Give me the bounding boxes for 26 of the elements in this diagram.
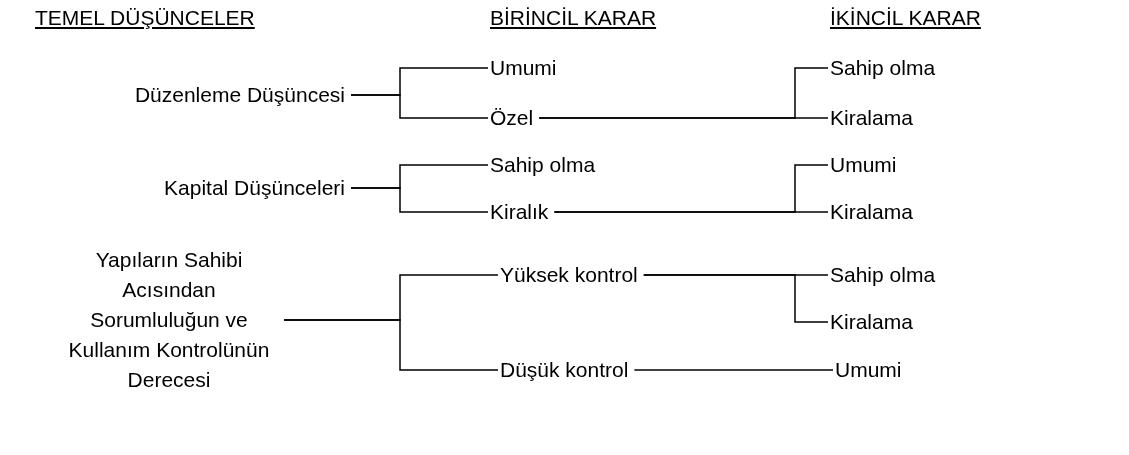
column-heading: TEMEL DÜŞÜNCELER [35,6,255,30]
option-text: Sahip olma [490,150,596,180]
option-text: Sahip olma [830,53,936,83]
connector-line [283,319,499,371]
connector-line [643,274,829,323]
connector-line [633,369,834,371]
connector-line [350,187,489,213]
connector-line [538,117,829,119]
option-text: Sahip olma [830,260,936,290]
option-text: Kiralama [830,197,913,227]
option-text: Düşük kontrol [500,355,629,385]
connector-line [553,211,829,213]
option-text: Özel [490,103,534,133]
option-text: Yapıların Sahibi Acısından Sorumluluğun ve Kullanım Kontrolünün Derecesi [60,245,278,395]
option-text: Kiralama [830,103,913,133]
option-text: Umumi [490,53,557,83]
option-text: Umumi [835,355,902,385]
column-heading: İKİNCİL KARAR [830,6,981,30]
option-text: Kiralama [830,307,913,337]
option-text: Düzenleme Düşüncesi [134,80,345,110]
option-text: Kiralık [490,197,549,227]
connector-line [350,94,489,119]
option-text: Kapital Düşünceleri [164,173,345,203]
option-text: Umumi [830,150,897,180]
option-text: Yüksek kontrol [500,260,638,290]
column-heading: BİRİNCİL KARAR [490,6,657,30]
